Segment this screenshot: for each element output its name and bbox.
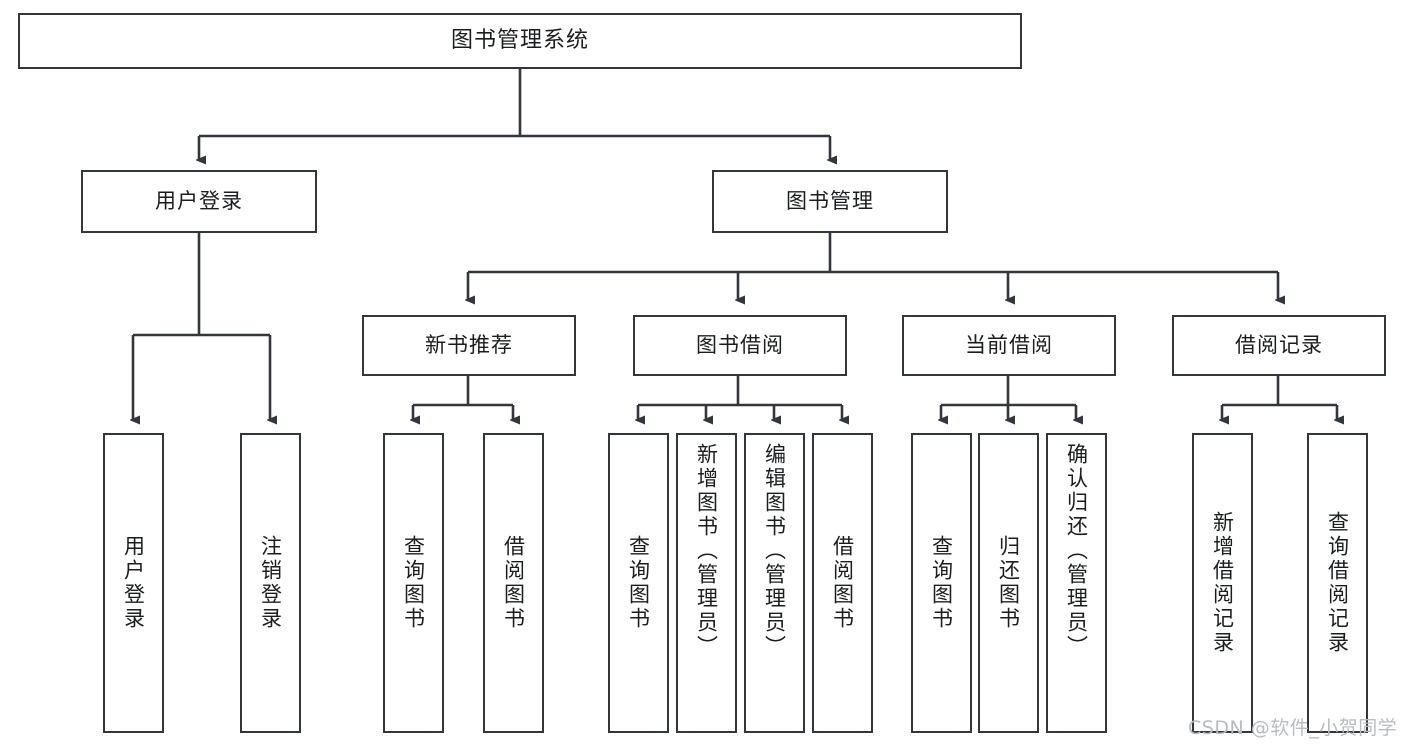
node-label: 图书借阅 [696, 332, 784, 357]
leaf-query-book-current[interactable]: 查询图书 [911, 433, 972, 733]
leaf-borrow-book[interactable]: 借阅图书 [812, 433, 873, 733]
leaf-return-book[interactable]: 归还图书 [978, 433, 1039, 733]
node-label: 图书管理 [786, 188, 874, 213]
leaf-add-borrow-record[interactable]: 新增借阅记录 [1192, 433, 1253, 733]
node-book-borrow[interactable]: 图书借阅 [633, 315, 847, 376]
leaf-borrow-book-new[interactable]: 借阅图书 [483, 433, 544, 733]
node-label: 用户登录 [155, 188, 243, 213]
node-label: 注销登录 [258, 535, 283, 631]
node-label: 确认归还（管理员） [1064, 443, 1089, 659]
node-label: 借阅图书 [830, 535, 855, 631]
node-book-management[interactable]: 图书管理 [712, 170, 948, 233]
leaf-confirm-return-admin[interactable]: 确认归还（管理员） [1046, 433, 1107, 733]
node-new-book-recommend[interactable]: 新书推荐 [362, 315, 576, 376]
leaf-logout[interactable]: 注销登录 [240, 433, 301, 733]
node-label: 图书管理系统 [450, 27, 589, 53]
node-label: 新增借阅记录 [1210, 511, 1235, 655]
node-label: 查询图书 [929, 535, 954, 631]
node-label: 归还图书 [996, 535, 1021, 631]
node-current-borrow[interactable]: 当前借阅 [902, 315, 1116, 376]
node-label: 新增图书（管理员） [694, 443, 719, 659]
leaf-query-borrow-record[interactable]: 查询借阅记录 [1307, 433, 1368, 733]
node-label: 借阅记录 [1235, 332, 1323, 357]
leaf-query-book-borrow[interactable]: 查询图书 [608, 433, 669, 733]
node-user-login[interactable]: 用户登录 [81, 170, 317, 233]
node-label: 查询图书 [401, 535, 426, 631]
node-root-system[interactable]: 图书管理系统 [18, 13, 1022, 69]
csdn-watermark: CSDN @软件_小贺同学 [1188, 717, 1398, 739]
node-label: 新书推荐 [425, 332, 513, 357]
node-label: 查询图书 [626, 535, 651, 631]
node-borrow-record[interactable]: 借阅记录 [1172, 315, 1386, 376]
leaf-user-login[interactable]: 用户登录 [103, 433, 164, 733]
node-label: 借阅图书 [501, 535, 526, 631]
node-label: 编辑图书（管理员） [762, 443, 787, 659]
leaf-query-book-new[interactable]: 查询图书 [383, 433, 444, 733]
node-label: 当前借阅 [965, 332, 1053, 357]
leaf-add-book-admin[interactable]: 新增图书（管理员） [676, 433, 737, 733]
node-label: 查询借阅记录 [1325, 511, 1350, 655]
leaf-edit-book-admin[interactable]: 编辑图书（管理员） [744, 433, 805, 733]
node-label: 用户登录 [121, 535, 146, 631]
